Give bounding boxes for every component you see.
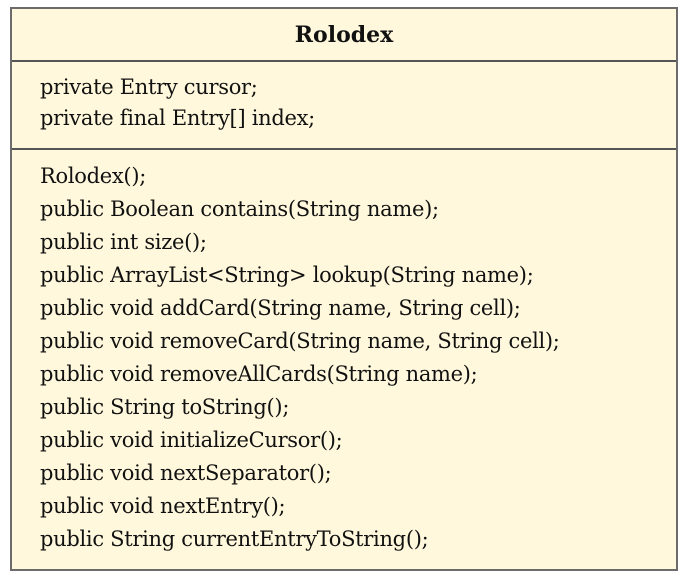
attribute: private Entry cursor; xyxy=(40,75,258,99)
method: public void nextSeparator(); xyxy=(40,461,332,485)
method: Rolodex(); xyxy=(40,164,146,188)
method: public ArrayList<String> lookup(String n… xyxy=(40,263,534,287)
attributes-section: private Entry cursor; private final Entr… xyxy=(12,62,676,150)
method: public void nextEntry(); xyxy=(40,494,286,518)
methods-section: Rolodex(); public Boolean contains(Strin… xyxy=(12,150,676,556)
method: public void removeAllCards(String name); xyxy=(40,362,478,386)
attribute: private final Entry[] index; xyxy=(40,106,315,130)
method: public void removeCard(String name, Stri… xyxy=(40,329,560,353)
uml-class-box: Rolodex private Entry cursor; private fi… xyxy=(10,7,678,571)
method: public int size(); xyxy=(40,230,207,254)
method: public void addCard(String name, String … xyxy=(40,296,521,320)
method: public void initializeCursor(); xyxy=(40,428,343,452)
method: public String currentEntryToString(); xyxy=(40,527,429,551)
method: public String toString(); xyxy=(40,395,290,419)
method: public Boolean contains(String name); xyxy=(40,197,439,221)
class-name: Rolodex xyxy=(12,9,676,62)
